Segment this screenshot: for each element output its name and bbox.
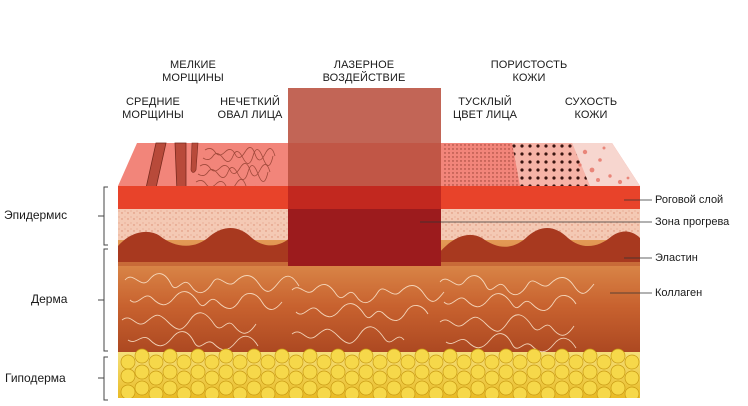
label-porosity: ПОРИСТОСТЬ КОЖИ bbox=[490, 59, 568, 84]
laser-heat-zone bbox=[288, 209, 441, 266]
right-leader-lines bbox=[420, 199, 652, 294]
dry-zone bbox=[572, 143, 640, 186]
collagen-fibers bbox=[121, 273, 595, 353]
pores-dots bbox=[512, 143, 590, 186]
dermis-bracket bbox=[98, 248, 108, 352]
label-dermis: Дерма bbox=[31, 292, 68, 306]
label-medium-wrinkles: СРЕДНИЕ МОРЩИНЫ bbox=[122, 96, 184, 121]
label-dull-complexion: ТУСКЛЫЙ ЦВЕТ ЛИЦА bbox=[452, 96, 518, 121]
label-epidermis: Эпидермис bbox=[4, 208, 68, 222]
label-heating-zone: Зона прогрева bbox=[655, 216, 730, 228]
label-laser: ЛАЗЕРНОЕ ВОЗДЕЙСТВИЕ bbox=[322, 59, 406, 84]
label-collagen: Коллаген bbox=[655, 287, 703, 299]
wrinkle-fine bbox=[190, 142, 199, 173]
hypodermis-bracket bbox=[98, 356, 108, 401]
label-blurry-oval: НЕЧЕТКИЙ ОВАЛ ЛИЦА bbox=[217, 96, 283, 121]
dull-texture-zone bbox=[443, 143, 520, 186]
label-stratum-corneum: Роговой слой bbox=[655, 194, 724, 206]
label-dryness: СУХОСТЬ КОЖИ bbox=[564, 96, 618, 121]
label-elastin: Эластин bbox=[655, 252, 698, 264]
dry-flakes bbox=[578, 146, 630, 185]
elastin-wave bbox=[118, 227, 292, 262]
label-fine-wrinkles: МЕЛКИЕ МОРЩИНЫ bbox=[162, 59, 224, 84]
epidermis-bracket bbox=[98, 186, 108, 246]
fat-cells bbox=[120, 348, 640, 398]
label-hypodermis: Гиподерма bbox=[5, 371, 66, 385]
